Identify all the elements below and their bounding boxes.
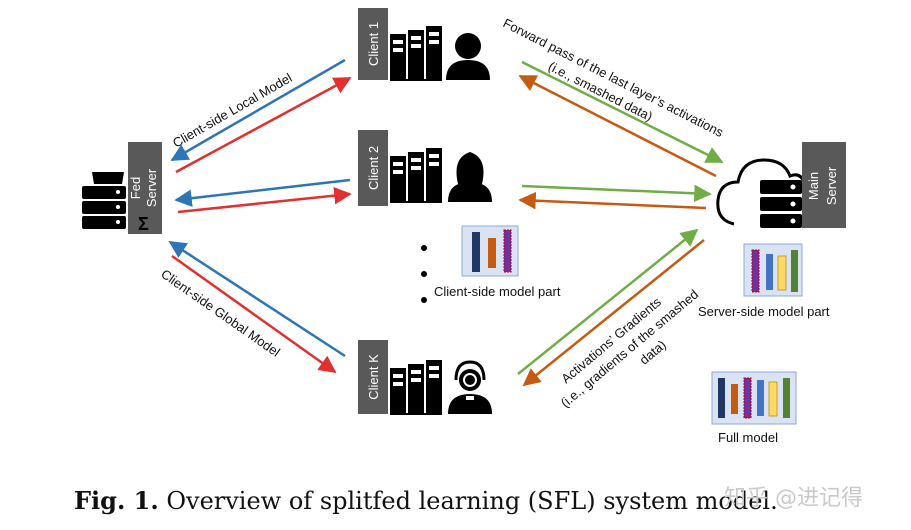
client1-label: Client 1 [366, 22, 381, 66]
binders-icon [389, 147, 443, 203]
arrow-local-model-client2 [174, 178, 351, 207]
arrow-global-model-client2 [177, 186, 352, 214]
client-side-model-part: Client-side model part [434, 225, 561, 299]
arrow-local-model-clientK [168, 240, 346, 358]
client-main-arrows [517, 60, 724, 387]
server-stack-icon [82, 172, 126, 229]
arrow-forward-client1 [521, 60, 724, 164]
main-server-label-line2: Server [824, 166, 839, 205]
woman-icon [448, 152, 492, 202]
layer-orange [731, 384, 738, 414]
client2-label: Client 2 [366, 146, 381, 190]
fed-server-label-line1: Fed [128, 177, 143, 199]
clientK-label-box [358, 340, 388, 414]
layer-green [783, 378, 790, 418]
arrow-local-model-client1 [170, 58, 346, 162]
arrow-forward-clientK [517, 228, 699, 375]
layer-yellow [777, 255, 787, 291]
client-model-part-label: Client-side model part [434, 284, 561, 299]
arrow-global-model-client1 [175, 76, 352, 174]
full-model: Full model [711, 371, 797, 445]
label-forward-pass: Forward pass of the last layer’s activat… [501, 15, 727, 140]
layer-green [791, 250, 798, 292]
headset-person-icon [448, 360, 492, 414]
layer-orange [488, 238, 496, 268]
man-icon [446, 33, 490, 80]
arrow-gradient-client1 [518, 74, 717, 178]
caption-fig-number: Fig. 1. [74, 486, 159, 515]
arrow-forward-client2 [521, 184, 712, 203]
fed-server-label-box [128, 142, 162, 234]
server-side-model-part: Server-side model part [698, 243, 830, 319]
figure-caption: Fig. 1. Overview of splitfed learning (S… [74, 486, 778, 515]
caption-text: Overview of splitfed learning (SFL) syst… [158, 487, 778, 515]
main-server-label-line1: Main [806, 172, 821, 200]
fed-server: Fed Server Σ [82, 142, 162, 234]
label-global-model: Client-side Global Model [158, 266, 283, 360]
binders-icon [389, 359, 443, 415]
full-model-label: Full model [718, 430, 778, 445]
arrow-gradient-clientK [522, 239, 705, 387]
sigma-symbol: Σ [138, 214, 149, 234]
client1-label-box [358, 8, 388, 80]
more-clients-dots [421, 245, 427, 303]
clientK-label: Client K [366, 354, 381, 400]
label-forward-line1: Forward pass of the last layer’s activat… [501, 15, 727, 140]
client-2: Client 2 [358, 130, 492, 206]
label-grad-line2: (i.e., gradients of the smashed [558, 286, 702, 410]
layer-blue [757, 380, 764, 416]
full-model-box [711, 371, 797, 425]
server-model-part-label: Server-side model part [698, 304, 830, 319]
binders-icon [389, 25, 443, 81]
layer-navy [718, 378, 725, 418]
layer-purple [743, 377, 752, 419]
arrow-gradient-client2 [518, 191, 707, 210]
watermark: 知乎 @进记得 [724, 486, 863, 511]
client-k: Client K [358, 340, 492, 415]
layer-yellow [768, 381, 778, 417]
arrow-global-model-clientK [171, 254, 337, 374]
layer-purple [503, 229, 512, 273]
client-1: Client 1 [358, 8, 490, 81]
layer-blue [766, 254, 773, 290]
main-server: Main Server [716, 142, 846, 228]
label-local-model: Client-side Local Model [170, 70, 295, 151]
fed-client-arrows [168, 58, 352, 374]
layer-navy [472, 232, 480, 272]
main-server-label-box [802, 142, 846, 228]
sfl-diagram: Client-side Local Model Client-side Glob… [82, 8, 846, 445]
layer-purple [751, 249, 760, 293]
fed-server-label-line2: Server [144, 168, 159, 207]
client2-label-box [358, 130, 388, 206]
cloud-server-icon [716, 158, 806, 228]
